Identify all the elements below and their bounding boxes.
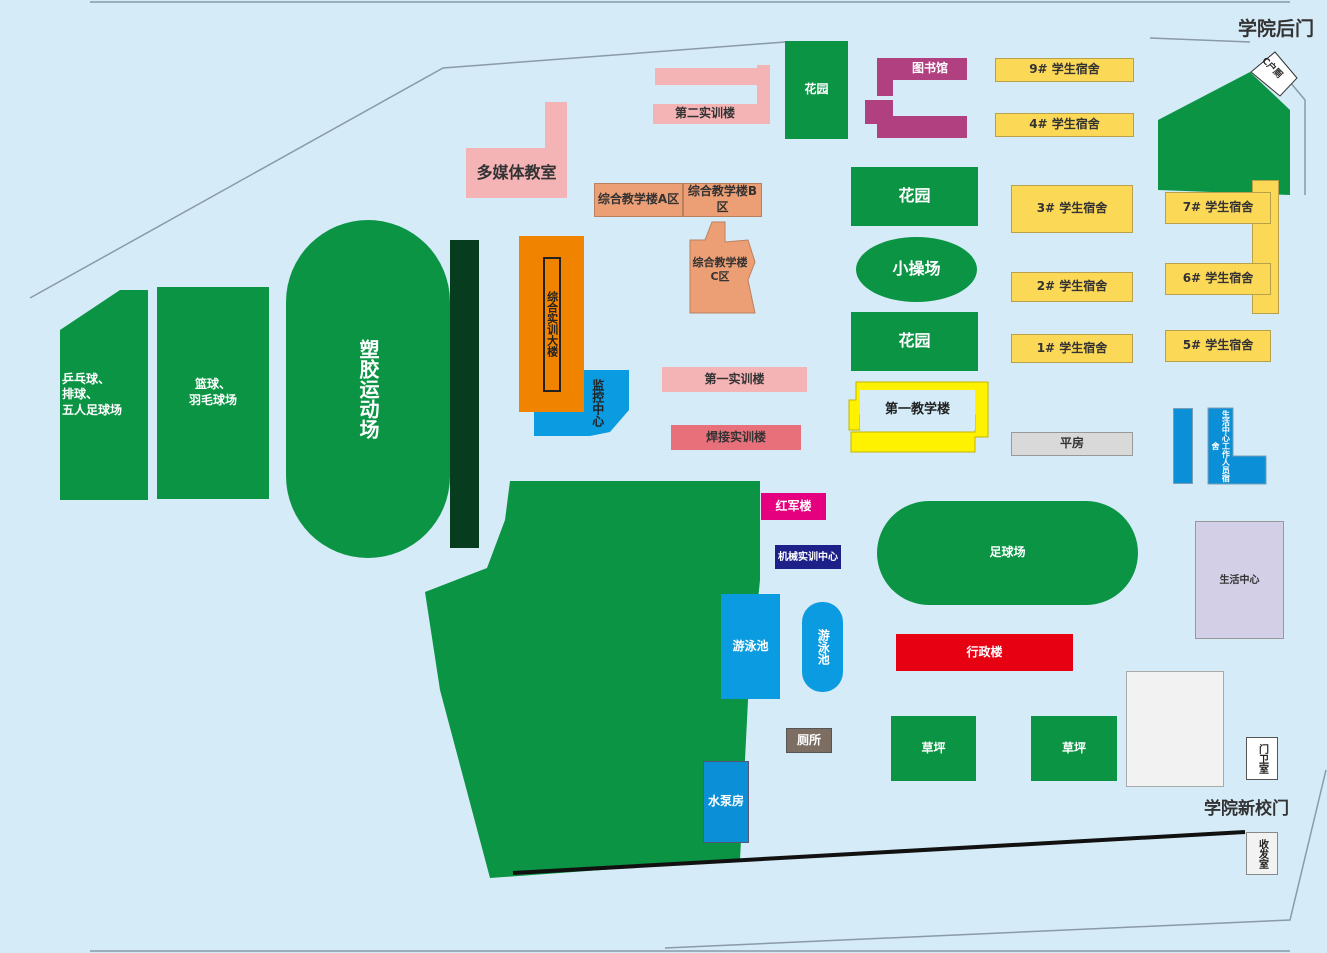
pingpong-field[interactable]: 乒乓球、 排球、 五人足球场 — [62, 371, 123, 417]
dorm-5[interactable]: 5# 学生宿舍 — [1165, 330, 1271, 362]
training-center-label: 综合实训大楼 — [542, 256, 561, 392]
pump-house[interactable]: 水泵房 — [703, 761, 749, 843]
garden-2[interactable]: 花园 — [851, 167, 978, 226]
garden-3[interactable]: 花园 — [851, 312, 978, 371]
teaching-building-b[interactable]: 综合教学楼B区 — [683, 183, 762, 217]
swimming-pool-1[interactable]: 游泳池 — [721, 594, 780, 699]
multimedia-shape — [466, 102, 567, 198]
swimming-pool-2[interactable]: 游泳池 — [802, 602, 843, 692]
road-line — [512, 830, 1246, 875]
dorm-4[interactable]: 4# 学生宿舍 — [995, 113, 1134, 137]
multimedia-room[interactable]: 多媒体教室 — [476, 162, 557, 182]
welding-building[interactable]: 焊接实训楼 — [671, 425, 801, 450]
pingpong-field-shape — [60, 290, 148, 500]
library[interactable]: 图书馆 — [911, 61, 948, 76]
teaching-building-a[interactable]: 综合教学楼A区 — [594, 183, 683, 217]
boundary-line-se — [664, 769, 1327, 949]
bungalow[interactable]: 平房 — [1011, 432, 1133, 456]
garden-1[interactable]: 花园 — [785, 41, 848, 139]
teaching-building-c[interactable]: 综合教学楼 C区 — [692, 255, 748, 283]
staff-dorm[interactable]: 生活中心工作人员宿舍 — [1211, 410, 1231, 482]
lawn-2[interactable]: 草坪 — [1031, 716, 1117, 781]
life-center[interactable]: 生活中心 — [1195, 521, 1284, 639]
toilet-shape — [1250, 51, 1298, 97]
gate-new-label: 学院新校门 — [1204, 799, 1289, 819]
admin-building[interactable]: 行政楼 — [896, 634, 1073, 671]
staff-dorm-shape — [1207, 407, 1267, 485]
red-army-building[interactable]: 红军楼 — [761, 493, 826, 520]
dorm-1[interactable]: 1# 学生宿舍 — [1011, 334, 1133, 363]
training-center[interactable]: 综合实训大楼 — [519, 236, 584, 412]
mail-room[interactable]: 收发室 — [1246, 832, 1278, 875]
library-shape — [865, 58, 967, 138]
empty-lot — [1126, 671, 1224, 787]
dorm-7[interactable]: 7# 学生宿舍 — [1165, 192, 1271, 224]
small-field[interactable]: 小操场 — [856, 237, 977, 302]
training-building-1[interactable]: 第一实训楼 — [662, 367, 807, 392]
teaching-building-1[interactable]: 第一教学楼 — [884, 401, 950, 417]
stadium-stand — [450, 240, 479, 548]
stadium[interactable]: 塑胶运动场 — [286, 220, 450, 558]
dorm-9[interactable]: 9# 学生宿舍 — [995, 58, 1134, 82]
boundary-line-nw — [29, 41, 786, 299]
boundary-line-e — [1289, 81, 1306, 195]
lawn-1[interactable]: 草坪 — [891, 716, 976, 781]
guard-room[interactable]: 门卫室 — [1246, 737, 1278, 780]
boundary-line-ne — [1149, 37, 1251, 43]
dorm-2[interactable]: 2# 学生宿舍 — [1011, 272, 1133, 302]
basketball-court[interactable]: 篮球、 羽毛球场 — [157, 287, 269, 499]
dorm-3[interactable]: 3# 学生宿舍 — [1011, 185, 1133, 233]
training2-shape — [653, 65, 770, 124]
dorm-6[interactable]: 6# 学生宿舍 — [1165, 263, 1271, 295]
teaching1-courtyard — [860, 390, 975, 430]
garden-ne-shape — [1158, 72, 1290, 195]
training-building-2[interactable]: 第二实训楼 — [674, 106, 735, 121]
teachC-shape — [689, 221, 756, 314]
football-field[interactable]: 足球场 — [877, 501, 1138, 605]
monitor-center[interactable]: 监控中心 — [590, 379, 605, 427]
gate-back-label: 学院后门 — [1238, 18, 1315, 40]
big-green-area — [425, 481, 760, 878]
restroom[interactable]: 厕所 — [786, 728, 832, 753]
mechanical-training-center[interactable]: 机械实训中心 — [775, 545, 841, 569]
staff-dorm-block[interactable] — [1173, 408, 1193, 484]
